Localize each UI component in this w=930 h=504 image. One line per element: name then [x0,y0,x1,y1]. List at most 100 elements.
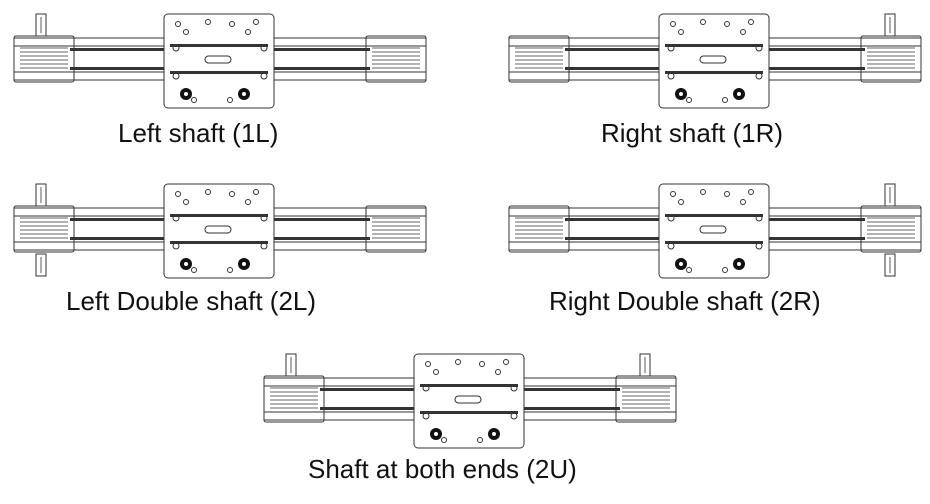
screw-hole [422,384,430,392]
carriage-slot [170,241,268,244]
screw-hole [510,384,518,392]
dowel-hole-center [492,432,496,436]
mount-hole [686,267,692,273]
mount-hole [205,19,211,25]
mount-hole [748,19,754,25]
carriage-slot [170,44,268,47]
dowel-hole-center [242,92,246,96]
mount-hole [229,21,235,27]
carriage-slot [170,214,268,217]
mount-hole [724,21,730,27]
dowel-hole-center [184,262,188,266]
mount-hole [175,21,181,27]
screw-hole [667,214,675,222]
mount-hole [700,19,706,25]
screw-hole [755,214,763,222]
mount-hole [245,199,251,205]
end-cap [508,35,570,83]
screw-hole [260,44,268,52]
mount-hole [191,97,197,103]
caption-1r: Right shaft (1R) [601,118,784,148]
mount-hole [477,437,483,443]
mount-hole [686,97,692,103]
screw-hole [510,412,518,420]
mount-hole [740,199,746,205]
carriage-plate [658,183,770,279]
carriage-plate [163,13,275,109]
adjust-slot [204,225,232,234]
variant-2u: Shaft at both ends (2U) [250,340,690,504]
caption-1l: Left shaft (1L) [118,118,279,148]
end-cap [508,205,570,253]
dowel-hole-center [737,92,741,96]
carriage-slot [665,214,763,217]
carriage-slot [420,411,518,414]
adjust-slot [699,55,727,64]
mount-hole [253,19,259,25]
adjust-slot [204,55,232,64]
carriage-slot [665,241,763,244]
carriage-slot [665,44,763,47]
screw-hole [667,242,675,250]
screw-hole [755,44,763,52]
end-cap [13,35,75,83]
end-cap [615,375,677,423]
mount-hole [229,191,235,197]
dowel-hole-center [184,92,188,96]
mount-hole [722,267,728,273]
mount-hole [227,97,233,103]
caption-2r: Right Double shaft (2R) [549,286,821,316]
variant-1l: Left shaft (1L) [0,0,440,160]
variant-2l: Left Double shaft (2L) [0,170,440,330]
screw-hole [667,72,675,80]
dowel-hole-center [434,432,438,436]
dowel-hole-center [679,92,683,96]
end-cap [860,35,922,83]
mount-hole [183,29,189,35]
carriage-plate [413,353,525,449]
mount-hole [175,191,181,197]
mount-hole [191,267,197,273]
caption-2u: Shaft at both ends (2U) [308,454,577,484]
mount-hole [678,29,684,35]
screw-hole [755,242,763,250]
screw-hole [422,412,430,420]
variant-2r: Right Double shaft (2R) [495,170,930,330]
caption-2l: Left Double shaft (2L) [66,286,317,316]
mount-hole [724,191,730,197]
dowel-hole-center [679,262,683,266]
variant-1r: Right shaft (1R) [495,0,930,160]
mount-hole [495,369,501,375]
screw-hole [667,44,675,52]
mount-hole [670,21,676,27]
end-cap [860,205,922,253]
linear-actuator-drawing [508,13,922,109]
linear-actuator-drawing [263,353,677,449]
carriage-slot [420,384,518,387]
mount-hole [425,361,431,367]
mount-hole [722,97,728,103]
mount-hole [183,199,189,205]
screw-hole [260,214,268,222]
dowel-hole-center [242,262,246,266]
mount-hole [433,369,439,375]
mount-hole [455,359,461,365]
carriage-plate [658,13,770,109]
carriage-plate [163,183,275,279]
screw-hole [172,44,180,52]
mount-hole [740,29,746,35]
screw-hole [172,214,180,222]
mount-hole [479,361,485,367]
mount-hole [227,267,233,273]
linear-actuator-drawing [13,13,427,109]
carriage-slot [170,71,268,74]
screw-hole [260,242,268,250]
mount-hole [748,189,754,195]
mount-hole [678,199,684,205]
end-cap [365,205,427,253]
adjust-slot [454,395,482,404]
end-cap [263,375,325,423]
dowel-hole-center [737,262,741,266]
linear-actuator-drawing [508,183,922,279]
mount-hole [245,29,251,35]
